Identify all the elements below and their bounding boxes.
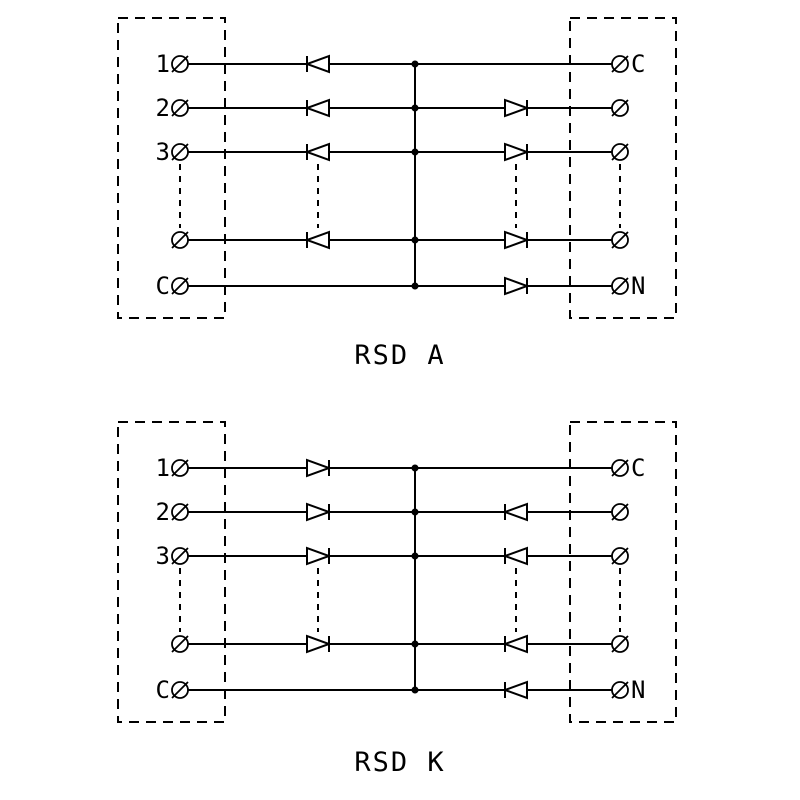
- junction-dot: [411, 60, 419, 68]
- diode-right-icon: [504, 276, 530, 296]
- terminal-slash-icon: [611, 277, 629, 295]
- terminal-slash-icon: [611, 503, 629, 521]
- junction-dot: [411, 640, 419, 648]
- terminal-label: C: [156, 676, 170, 704]
- terminal-label: 3: [156, 542, 170, 570]
- terminal-slash-icon: [171, 635, 189, 653]
- terminal-label: C: [156, 272, 170, 300]
- junction-dot: [411, 282, 419, 290]
- terminal-slash-icon: [171, 55, 189, 73]
- terminal-slash-icon: [171, 277, 189, 295]
- terminal-slash-icon: [611, 681, 629, 699]
- terminal-slash-icon: [171, 143, 189, 161]
- diode-left-icon: [304, 54, 330, 74]
- terminal-label: 2: [156, 498, 170, 526]
- diode-left-icon: [304, 142, 330, 162]
- terminal-slash-icon: [171, 231, 189, 249]
- junction-dot: [411, 104, 419, 112]
- module-outline: [117, 17, 226, 319]
- diode-right-icon: [504, 98, 530, 118]
- diode-right-icon: [306, 546, 332, 566]
- diode-left-icon: [502, 634, 528, 654]
- terminal-label: N: [631, 272, 645, 300]
- terminal-label: 1: [156, 454, 170, 482]
- junction-dot: [411, 148, 419, 156]
- junction-dot: [411, 686, 419, 694]
- terminal-label: 2: [156, 94, 170, 122]
- terminal-slash-icon: [171, 681, 189, 699]
- diagram-title-rsd-a: RSD A: [354, 340, 446, 371]
- diagram-title-rsd-k: RSD K: [354, 747, 446, 778]
- diode-right-icon: [306, 458, 332, 478]
- junction-dot: [411, 464, 419, 472]
- diode-left-icon: [304, 98, 330, 118]
- terminal-slash-icon: [611, 547, 629, 565]
- diode-right-icon: [504, 142, 530, 162]
- module-outline: [569, 17, 677, 319]
- terminal-slash-icon: [171, 99, 189, 117]
- diode-right-icon: [306, 502, 332, 522]
- terminal-label: 1: [156, 50, 170, 78]
- terminal-slash-icon: [611, 143, 629, 161]
- module-outline: [117, 421, 226, 723]
- junction-dot: [411, 508, 419, 516]
- terminal-slash-icon: [611, 231, 629, 249]
- terminal-label: N: [631, 676, 645, 704]
- terminal-slash-icon: [171, 459, 189, 477]
- terminal-slash-icon: [171, 503, 189, 521]
- junction-dot: [411, 236, 419, 244]
- diode-right-icon: [504, 230, 530, 250]
- terminal-slash-icon: [171, 547, 189, 565]
- diode-left-icon: [502, 546, 528, 566]
- module-outline: [569, 421, 677, 723]
- terminal-label: C: [631, 454, 645, 482]
- terminal-slash-icon: [611, 635, 629, 653]
- diode-left-icon: [502, 680, 528, 700]
- diode-left-icon: [304, 230, 330, 250]
- terminal-slash-icon: [611, 99, 629, 117]
- junction-dot: [411, 552, 419, 560]
- diode-left-icon: [502, 502, 528, 522]
- diode-right-icon: [306, 634, 332, 654]
- terminal-label: C: [631, 50, 645, 78]
- terminal-slash-icon: [611, 459, 629, 477]
- terminal-slash-icon: [611, 55, 629, 73]
- terminal-label: 3: [156, 138, 170, 166]
